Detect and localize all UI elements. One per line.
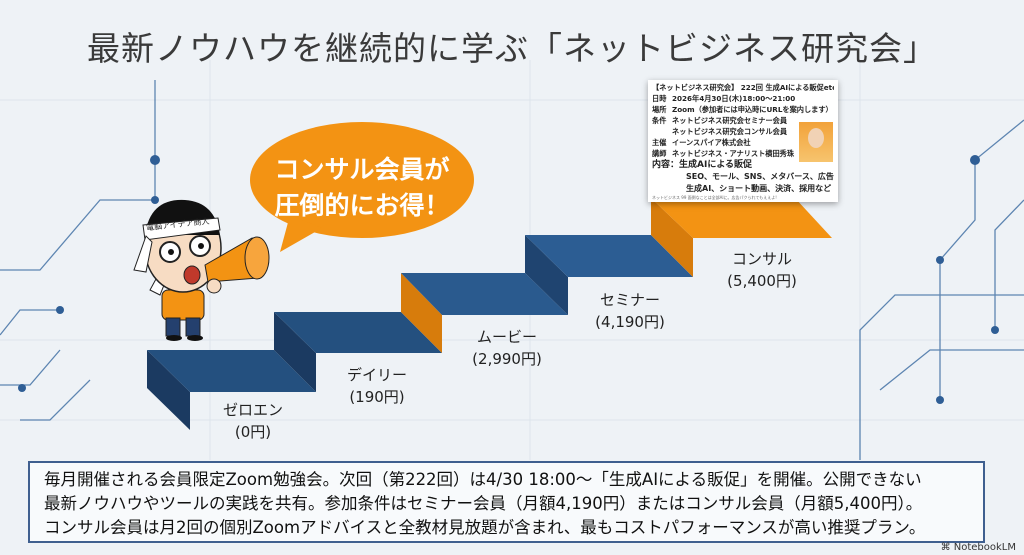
flyer-value: 2026年4月30日(木)18:00〜21:00 [672, 94, 796, 103]
flyer-value: イーンスパイア株式会社 [672, 138, 751, 147]
speech-bubble-text: コンサル会員が 圧倒的にお得！ [262, 152, 462, 224]
flyer-key: 主催 [652, 138, 667, 147]
summary-line: 毎月開催される会員限定Zoom勉強会。次回（第222回）は4/30 18:00〜… [44, 470, 922, 489]
step-price: (5,400円) [727, 272, 797, 290]
flyer-footer: ネットビジネス 99 面倒なことは全部AIに。広告パクられてもええよ! [652, 195, 777, 200]
summary-box: 毎月開催される会員限定Zoom勉強会。次回（第222回）は4/30 18:00〜… [28, 461, 985, 543]
step-consul-top [651, 198, 832, 238]
step-label-seminar: セミナー (4,190円) [570, 289, 690, 333]
bubble-line-2: 圧倒的にお得！ [274, 191, 450, 220]
event-flyer: 【ネットビジネス研究会】 222回 生成AIによる販促etc 日時 2026年4月… [648, 80, 838, 202]
summary-line: コンサル会員は月2回の個別Zoomアドバイスと全教材見放題が含まれ、最もコストパ… [44, 518, 926, 537]
step-label-zeroen: ゼロエン (0円) [193, 399, 313, 443]
step-price: (2,990円) [472, 350, 542, 368]
flyer-heading: 【ネットビジネス研究会】 222回 生成AIによる販促etc [652, 83, 834, 92]
step-consul-riser [651, 198, 693, 277]
flyer-value: ネットビジネス研究会セミナー会員 [672, 116, 788, 125]
speaker-photo [799, 122, 833, 162]
summary-line: 最新ノウハウやツールの実践を共有。参加条件はセミナー会員（月額4,190円）また… [44, 494, 923, 513]
step-price: (4,190円) [595, 313, 665, 331]
character-illustration [133, 199, 270, 341]
step-seminar-top [525, 235, 693, 277]
step-daily-riser [274, 312, 316, 392]
step-name: デイリー [346, 366, 407, 384]
speech-bubble [250, 122, 474, 252]
step-daily-top [274, 312, 442, 353]
flyer-content-line: SEO、モール、SNS、メタバース、広告 [686, 172, 834, 181]
notebooklm-watermark: ⌘ NotebookLM [941, 542, 1016, 553]
step-zeroen-top [147, 350, 316, 392]
flyer-content-line: 生成AI、ショート動画、決済、採用など [686, 184, 832, 193]
notebooklm-icon: ⌘ [940, 542, 954, 553]
page-title: 最新ノウハウを継続的に学ぶ「ネットビジネス研究会」 [87, 29, 937, 68]
step-label-daily: デイリー (190円) [317, 364, 437, 408]
flyer-value: ネットビジネス研究会コンサル会員 [672, 127, 788, 136]
step-zeroen-side [147, 350, 190, 430]
flyer-key: 講師 [652, 149, 667, 158]
flyer-key: 日時 [652, 94, 667, 103]
flyer-content-label: 内容：生成AIによる販促 [652, 160, 753, 170]
flyer-value: ネットビジネス・アナリスト横田秀珠 [672, 149, 795, 158]
step-name: セミナー [599, 291, 660, 309]
flyer-key: 条件 [652, 116, 667, 125]
bubble-line-1: コンサル会員が [274, 155, 450, 184]
flyer-key: 場所 [652, 105, 667, 114]
step-label-consul: コンサル (5,400円) [702, 248, 822, 292]
step-movie-top [401, 273, 568, 315]
step-seminar-riser [525, 235, 568, 315]
step-name: ゼロエン [222, 401, 283, 419]
step-price: (0円) [234, 423, 272, 441]
step-label-movie: ムービー (2,990円) [447, 326, 567, 370]
step-price: (190円) [349, 388, 405, 406]
step-name: コンサル [731, 250, 792, 268]
step-name: ムービー [476, 328, 537, 346]
step-movie-riser [401, 273, 442, 353]
flyer-value: Zoom（参加者には申込時にURLを案内します） [672, 105, 833, 114]
watermark-text: NotebookLM [953, 542, 1016, 553]
